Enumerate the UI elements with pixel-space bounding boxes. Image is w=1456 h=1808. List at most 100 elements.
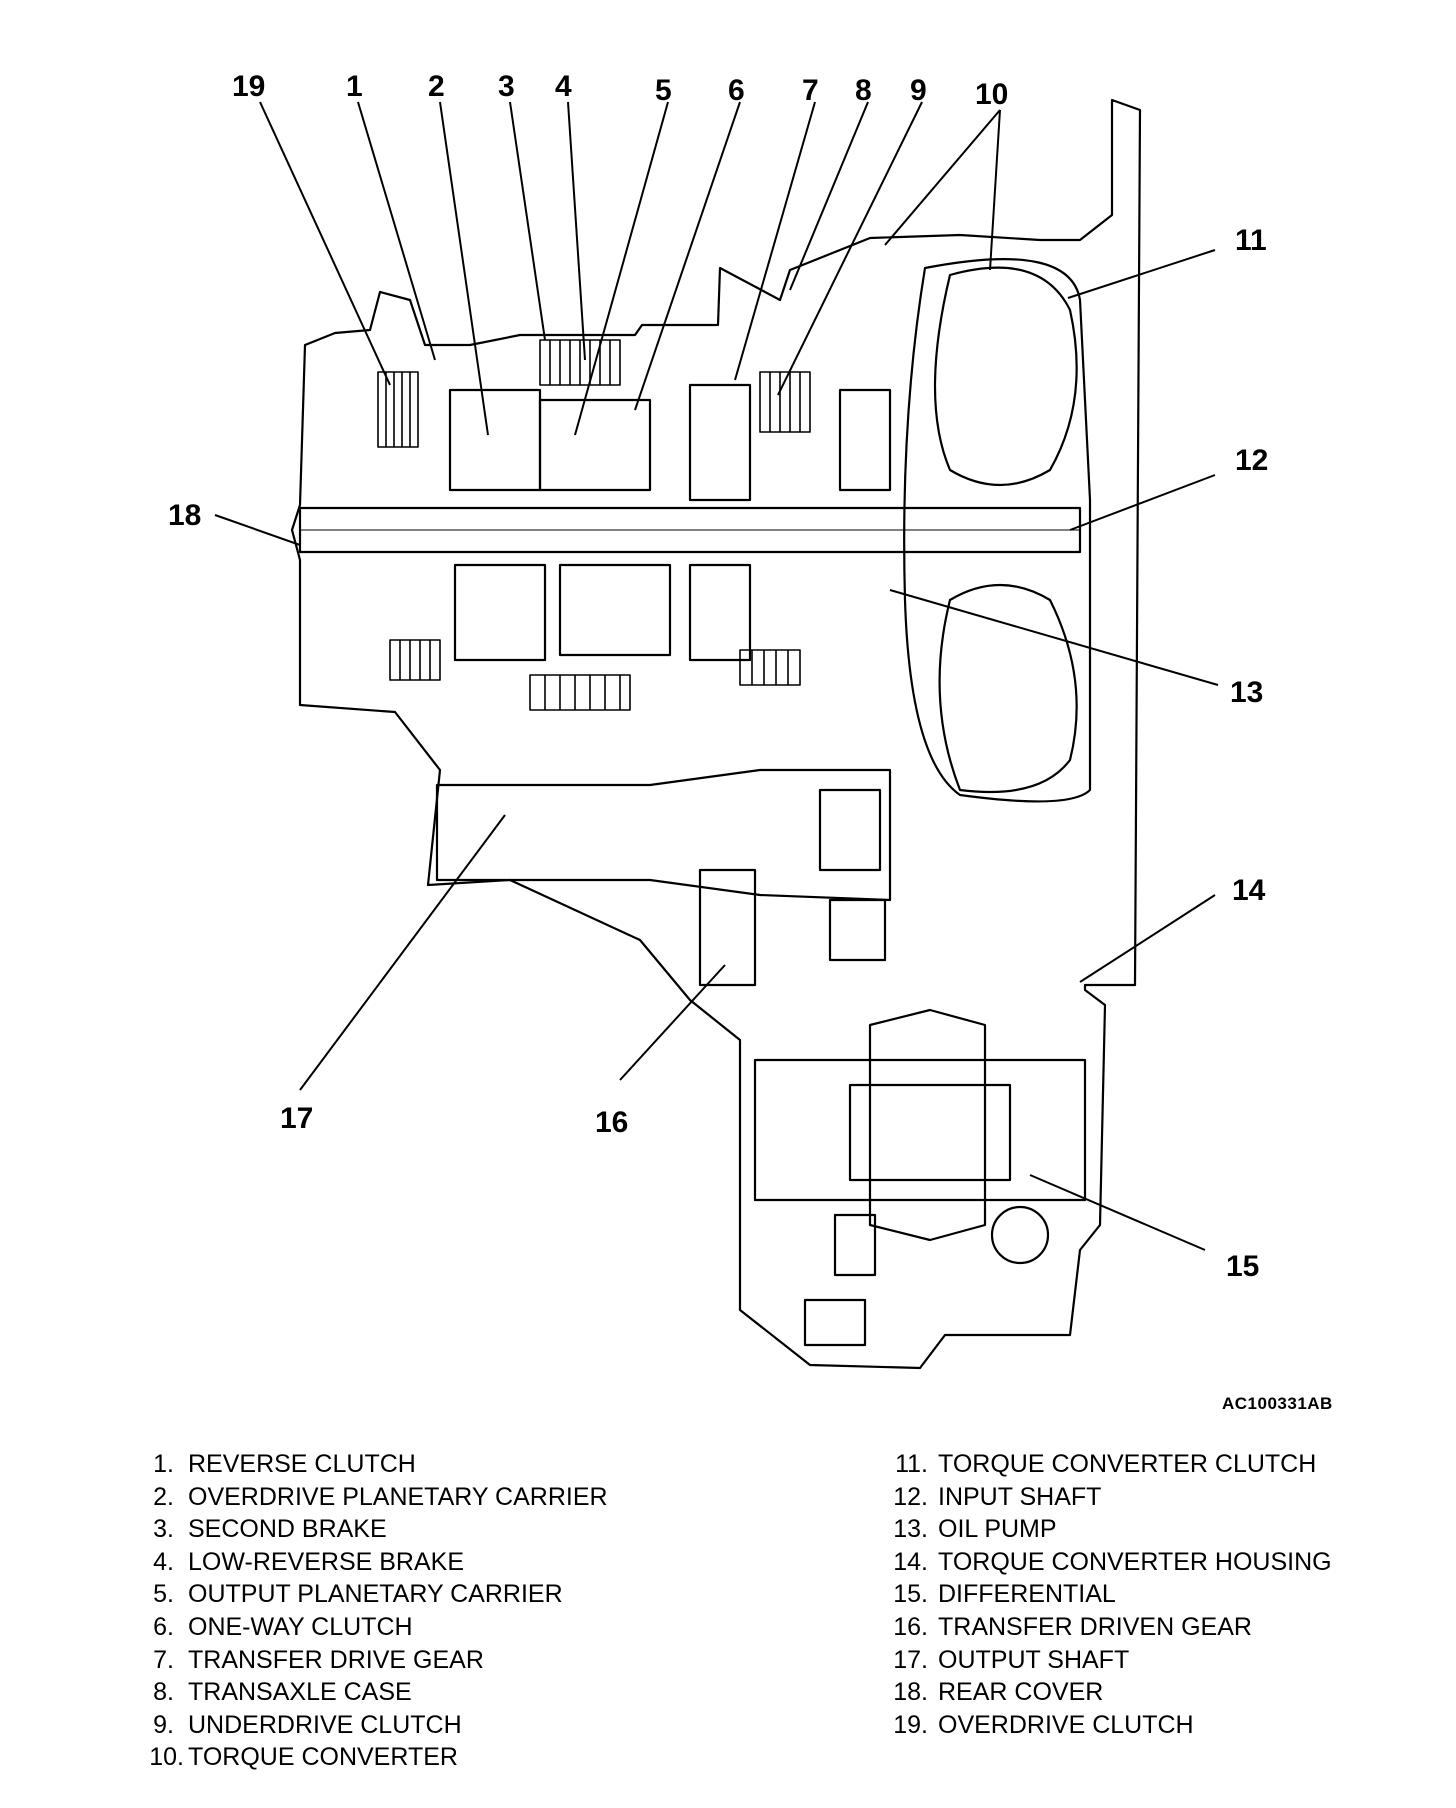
callout-7: 7 bbox=[802, 74, 819, 107]
legend-number: 4. bbox=[153, 1547, 174, 1576]
legend-number: 7. bbox=[153, 1645, 174, 1674]
legend-number: 12. bbox=[893, 1482, 928, 1511]
callout-10: 10 bbox=[975, 78, 1008, 111]
legend-label: OIL PUMP bbox=[938, 1515, 1057, 1544]
legend-item: 15. DIFFERENTIAL bbox=[888, 1578, 1332, 1611]
legend-item: 14. TORQUE CONVERTER HOUSING bbox=[888, 1546, 1332, 1579]
leader-11 bbox=[1067, 249, 1216, 299]
callout-17: 17 bbox=[280, 1102, 313, 1135]
leader-12 bbox=[1069, 474, 1216, 531]
callout-11: 11 bbox=[1235, 224, 1267, 257]
legend-item: 18. REAR COVER bbox=[888, 1676, 1332, 1709]
legend-label: LOW-REVERSE BRAKE bbox=[188, 1547, 465, 1576]
legend-number: 19. bbox=[893, 1710, 928, 1739]
callout-4: 4 bbox=[555, 70, 572, 103]
legend-number: 8. bbox=[153, 1678, 174, 1707]
legend-number: 13. bbox=[893, 1515, 928, 1544]
legend-item: 13. OIL PUMP bbox=[888, 1513, 1332, 1546]
leader-13 bbox=[889, 589, 1219, 686]
legend-number: 2. bbox=[153, 1482, 174, 1511]
legend-left-column: 1. REVERSE CLUTCH 2. OVERDRIVE PLANETARY C… bbox=[140, 1448, 608, 1774]
legend-item: 6. ONE-WAY CLUTCH bbox=[140, 1611, 608, 1644]
legend-item: 7. TRANSFER DRIVE GEAR bbox=[140, 1644, 608, 1677]
callout-13: 13 bbox=[1230, 676, 1263, 709]
legend-number: 14. bbox=[893, 1547, 928, 1576]
legend-number: 3. bbox=[153, 1515, 174, 1544]
legend-label: TORQUE CONVERTER HOUSING bbox=[938, 1547, 1332, 1576]
legend-number: 5. bbox=[153, 1580, 174, 1609]
legend-item: 9. UNDERDRIVE CLUTCH bbox=[140, 1709, 608, 1742]
transaxle-cross-section-diagram: 19 1 2 3 4 5 6 7 8 9 10 11 12 13 14 15 1… bbox=[168, 70, 1268, 1370]
case-outline bbox=[290, 98, 1142, 1370]
leader-19 bbox=[259, 101, 391, 386]
legend-label: TRANSFER DRIVEN GEAR bbox=[938, 1612, 1252, 1641]
legend-item: 5. OUTPUT PLANETARY CARRIER bbox=[140, 1578, 608, 1611]
legend-number: 10. bbox=[149, 1743, 184, 1772]
legend-label: ONE-WAY CLUTCH bbox=[188, 1612, 413, 1641]
callout-18: 18 bbox=[168, 499, 201, 532]
callout-5: 5 bbox=[655, 74, 672, 107]
legend-number: 17. bbox=[893, 1645, 928, 1674]
legend-item: 1. REVERSE CLUTCH bbox=[140, 1448, 608, 1481]
legend-label: UNDERDRIVE CLUTCH bbox=[188, 1710, 462, 1739]
leader-17 bbox=[299, 814, 506, 1091]
callout-numbers: 19 1 2 3 4 5 6 7 8 9 10 11 12 13 14 15 1… bbox=[168, 70, 1268, 1283]
legend-item: 10.TORQUE CONVERTER bbox=[140, 1741, 608, 1774]
legend-item: 4. LOW-REVERSE BRAKE bbox=[140, 1546, 608, 1579]
legend-label: SECOND BRAKE bbox=[188, 1515, 387, 1544]
legend-number: 6. bbox=[153, 1612, 174, 1641]
transaxle-drawing bbox=[290, 98, 1142, 1370]
callout-12: 12 bbox=[1235, 444, 1268, 477]
leader-18 bbox=[214, 514, 301, 546]
legend-number: 9. bbox=[153, 1710, 174, 1739]
differential-assembly bbox=[753, 1008, 1087, 1347]
figure-id: AC100331AB bbox=[1222, 1394, 1333, 1413]
legend-label: TRANSFER DRIVE GEAR bbox=[188, 1645, 484, 1674]
legend-number: 1. bbox=[153, 1450, 174, 1478]
leader-6 bbox=[634, 101, 741, 411]
leader-1 bbox=[357, 101, 436, 361]
legend-label: REVERSE CLUTCH bbox=[188, 1450, 416, 1478]
legend-label: INPUT SHAFT bbox=[938, 1482, 1102, 1511]
leader-10a bbox=[884, 109, 1001, 246]
callout-3: 3 bbox=[498, 70, 515, 103]
legend-item: 19.OVERDRIVE CLUTCH bbox=[888, 1709, 1332, 1742]
legend-number: 11. bbox=[895, 1450, 928, 1478]
callout-8: 8 bbox=[855, 74, 872, 107]
torque-converter-lower bbox=[938, 584, 1078, 794]
legend-label: TRANSAXLE CASE bbox=[188, 1678, 412, 1707]
legend-number: 15. bbox=[893, 1580, 928, 1609]
leader-10b bbox=[989, 109, 1001, 271]
callout-9: 9 bbox=[910, 74, 927, 107]
legend-label: TORQUE CONVERTER CLUTCH bbox=[938, 1450, 1317, 1478]
legend-label: REAR COVER bbox=[938, 1678, 1104, 1707]
legend-item: 17.OUTPUT SHAFT bbox=[888, 1644, 1332, 1677]
torque-converter-upper bbox=[933, 266, 1078, 486]
leader-7 bbox=[734, 101, 816, 381]
legend-label: TORQUE CONVERTER bbox=[188, 1743, 458, 1772]
callout-15: 15 bbox=[1226, 1250, 1259, 1283]
callout-1: 1 bbox=[346, 70, 363, 103]
leader-16 bbox=[619, 964, 726, 1081]
leader-14 bbox=[1079, 894, 1216, 983]
legend-item: 3. SECOND BRAKE bbox=[140, 1513, 608, 1546]
leader-2 bbox=[439, 101, 489, 436]
callout-19: 19 bbox=[232, 70, 265, 103]
leader-4 bbox=[567, 101, 586, 361]
legend-item: 11. TORQUE CONVERTER CLUTCH bbox=[888, 1448, 1332, 1481]
legend-number: 18. bbox=[893, 1678, 928, 1707]
converter-housing bbox=[903, 258, 1092, 803]
legend-label: OUTPUT PLANETARY CARRIER bbox=[188, 1580, 563, 1609]
leader-9 bbox=[777, 101, 923, 396]
legend-right-column: 11. TORQUE CONVERTER CLUTCH 12. INPUT SHAF… bbox=[888, 1448, 1332, 1742]
callout-6: 6 bbox=[728, 74, 745, 107]
legend-item: 2. OVERDRIVE PLANETARY CARRIER bbox=[140, 1481, 608, 1514]
callout-14: 14 bbox=[1232, 874, 1266, 907]
callout-16: 16 bbox=[595, 1106, 628, 1139]
legend-label: OVERDRIVE PLANETARY CARRIER bbox=[188, 1482, 608, 1511]
legend-item: 12. INPUT SHAFT bbox=[888, 1481, 1332, 1514]
legend-label: DIFFERENTIAL bbox=[938, 1580, 1116, 1609]
output-shaft-assembly bbox=[435, 768, 892, 987]
legend-item: 8. TRANSAXLE CASE bbox=[140, 1676, 608, 1709]
callout-2: 2 bbox=[428, 70, 445, 103]
